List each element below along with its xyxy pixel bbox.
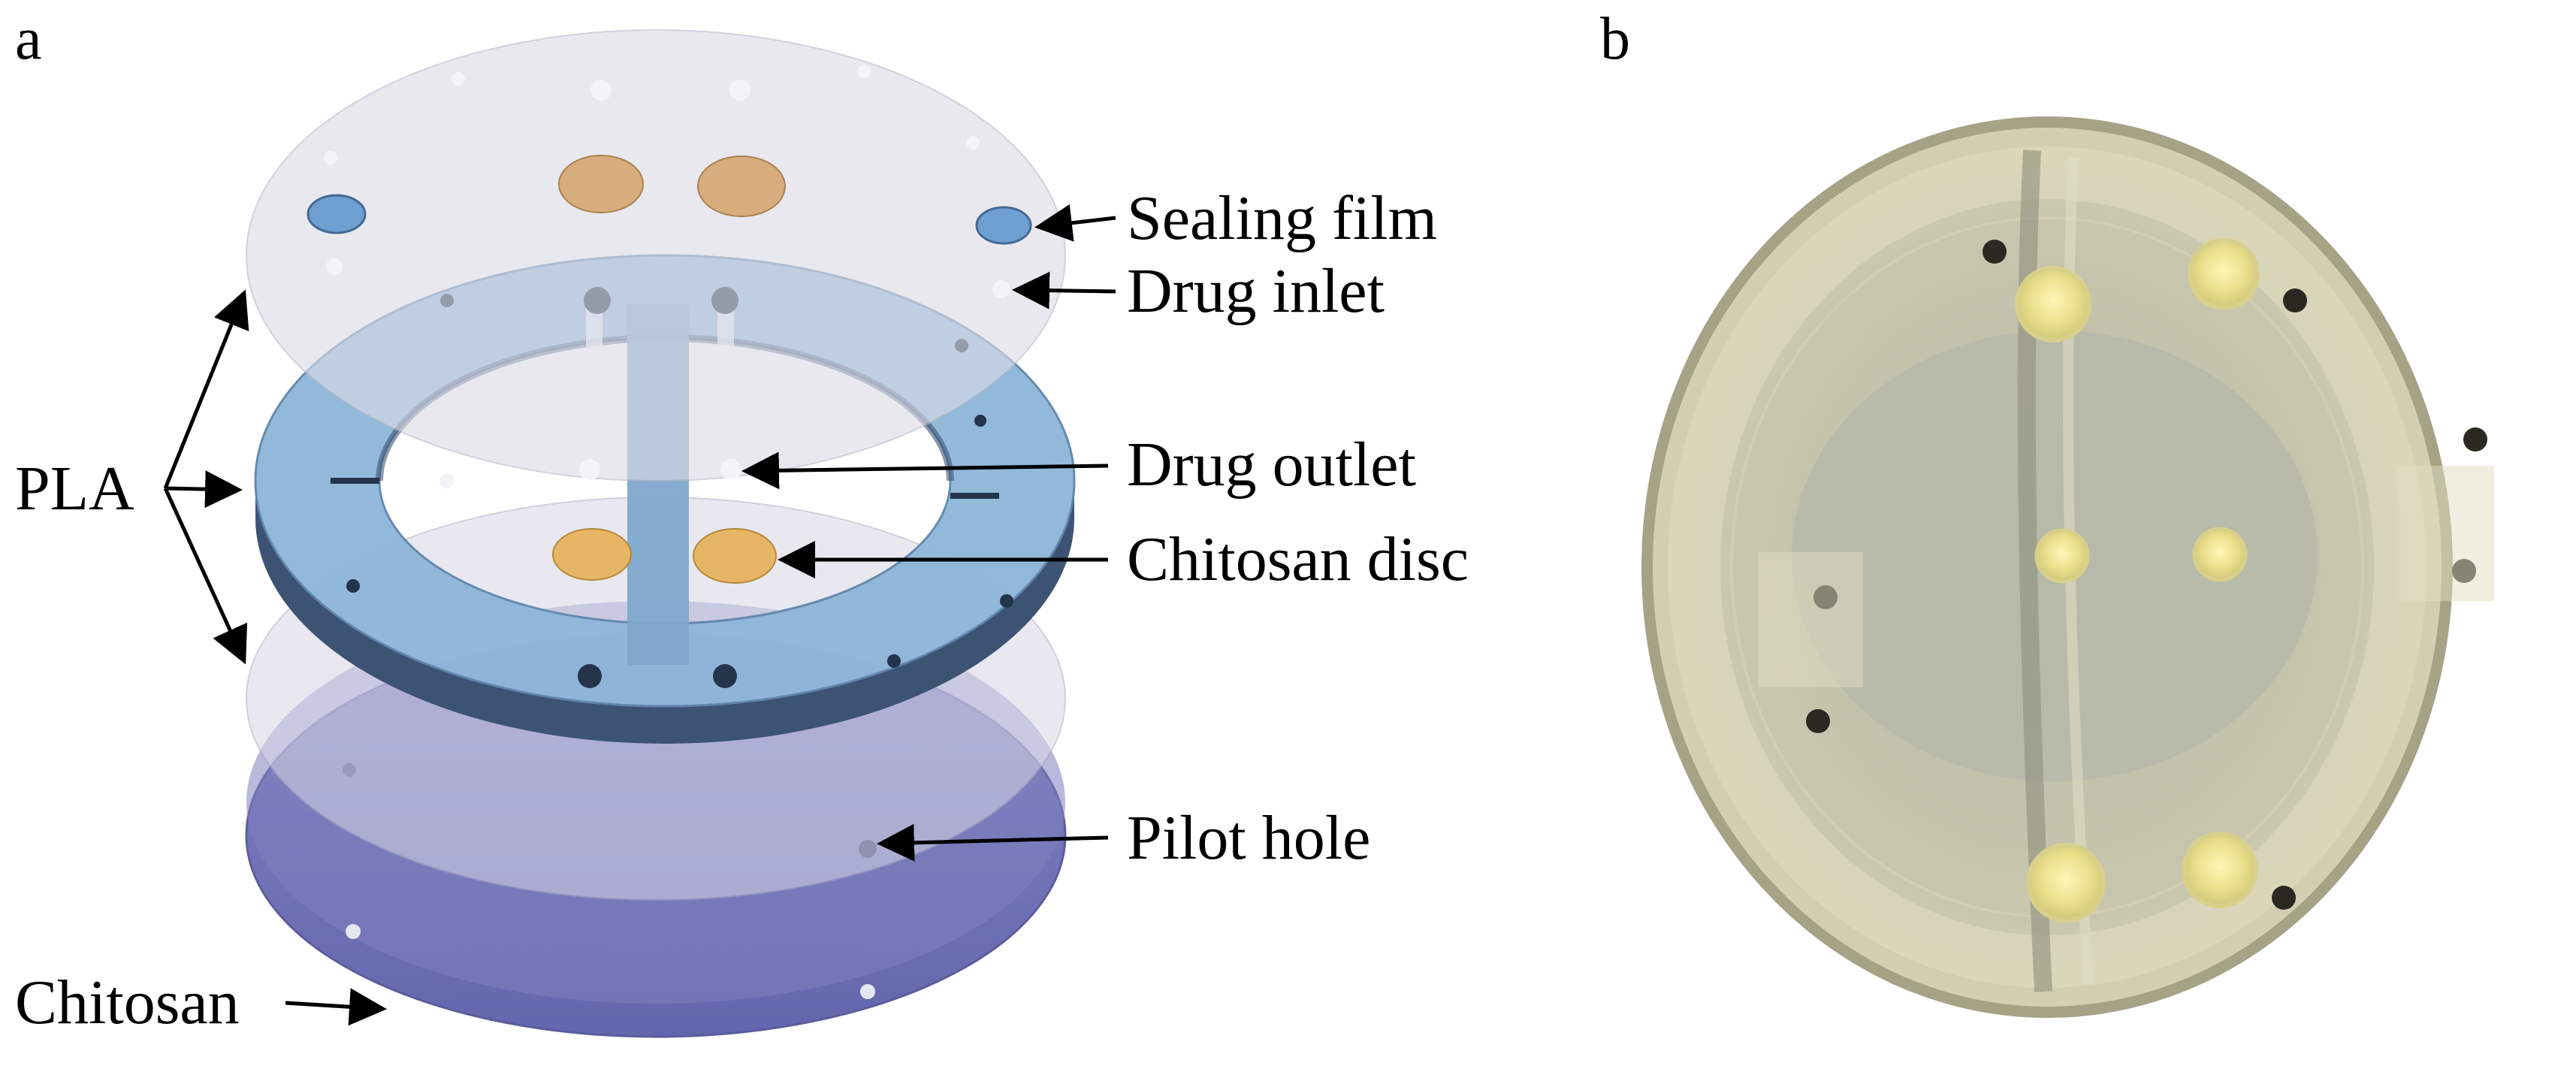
chitosan-disc-left [552, 528, 632, 581]
reservoir-bottom-right [2182, 832, 2258, 908]
reservoir-top-right [2188, 238, 2260, 310]
device-photo [1641, 116, 2494, 1018]
label-chitosan-disc: Chitosan disc [1127, 524, 1469, 594]
reservoir-bottom-left [2026, 843, 2106, 922]
panel-label-a: a [15, 6, 42, 72]
label-drug-inlet: Drug inlet [1127, 256, 1385, 326]
chitosan-disc-right [693, 528, 777, 584]
label-pla: PLA [15, 454, 134, 524]
reservoir-center-right [2192, 527, 2248, 582]
drug-inlet-icon [992, 280, 1010, 298]
sealing-film-icon [975, 206, 1032, 245]
label-pilot-hole: Pilot hole [1127, 803, 1370, 873]
drug-outlet-icon [720, 459, 741, 480]
label-sealing-film: Sealing film [1127, 183, 1437, 253]
label-arrows [163, 204, 1116, 1026]
reservoir-center-left [2034, 528, 2090, 584]
label-drug-outlet: Drug outlet [1127, 430, 1416, 500]
panel-label-b: b [1600, 6, 1630, 72]
exploded-device-diagram: Sealing film Drug inlet Drug outlet Chit… [15, 29, 1469, 1038]
pla-top-plate [246, 29, 1066, 488]
reservoir-top-left [2015, 266, 2091, 343]
label-chitosan: Chitosan [15, 968, 240, 1037]
